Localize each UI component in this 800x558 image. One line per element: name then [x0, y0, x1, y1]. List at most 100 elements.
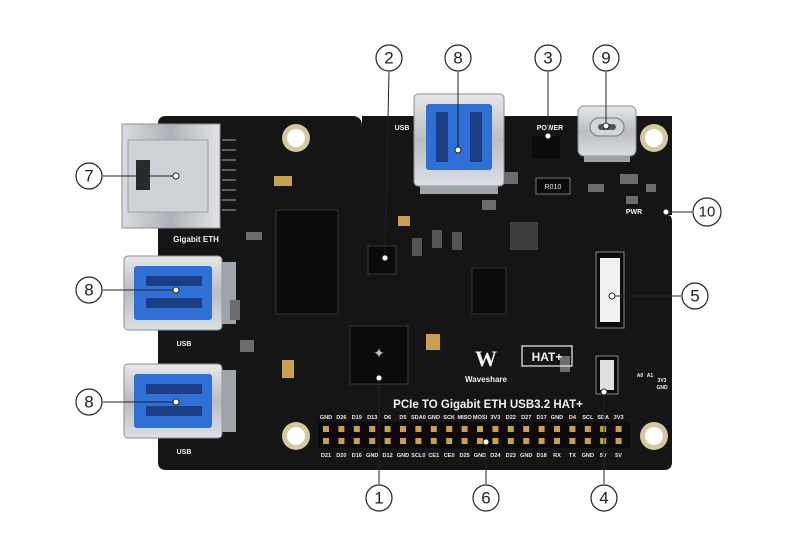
gpio-pin: [384, 438, 391, 444]
gpio-pin: [615, 426, 622, 432]
gpio-pin: [461, 426, 468, 432]
gpio-pin: [492, 426, 499, 432]
pwr-label: PWR: [626, 209, 642, 216]
callout-8c-number: 8: [453, 49, 462, 68]
gpio-pin: [507, 426, 514, 432]
gpio-top-label: GND: [320, 415, 332, 421]
hat-badge: HAT+: [532, 350, 563, 364]
callout-8b-number: 8: [84, 393, 93, 412]
gpio-pin: [415, 426, 422, 432]
gpio-bottom-label: SCL0: [411, 453, 425, 459]
gpio-top-label: GND: [428, 415, 440, 421]
gpio-top-label: D27: [521, 415, 531, 421]
gpio-bottom-label: D18: [536, 453, 546, 459]
gpio-top-label: D4: [569, 415, 577, 421]
components: ✦: [230, 136, 656, 395]
gpio-bottom-label: D25: [459, 453, 469, 459]
gpio-pin: [384, 426, 391, 432]
board-title: PCIe TO Gigabit ETH USB3.2 HAT+: [393, 399, 583, 411]
gpio-top-label: SCL: [582, 415, 594, 421]
gpio-pin: [461, 438, 468, 444]
gpio-bottom-label: CE1: [428, 453, 439, 459]
gpio-pin: [446, 426, 453, 432]
callout-6: 6: [472, 484, 500, 512]
gpio-bottom-label: GND: [520, 453, 532, 459]
callout-10-number: 10: [699, 204, 716, 221]
gpio-bottom-label: D20: [336, 453, 346, 459]
gpio-pin: [353, 426, 360, 432]
callout-10: 10: [692, 197, 722, 227]
gpio-top-label: D19: [352, 415, 362, 421]
gpio-bottom-label: GND: [582, 453, 594, 459]
callout-7-number: 7: [84, 167, 93, 186]
side-label-c: A0: [637, 373, 644, 379]
callout-8a-number: 8: [84, 281, 93, 300]
callout-1-number: 1: [374, 489, 383, 508]
callout-2: 2: [375, 44, 403, 72]
callout-2-number: 2: [384, 49, 393, 68]
gpio-header: GNDD21D26D20D19D16D13GNDD6D12D5GNDSDA0SC…: [318, 415, 630, 459]
callout-9: 9: [592, 44, 620, 72]
leader-dots: [172, 122, 670, 446]
gpio-pin: [600, 426, 607, 432]
gpio-bottom-label: GND: [397, 453, 409, 459]
gpio-top-label: D5: [399, 415, 406, 421]
gpio-top-label: SDA: [597, 415, 609, 421]
pcb-board: [158, 116, 672, 470]
gpio-bottom-label: 5V: [600, 453, 607, 459]
callout-3: 3: [534, 44, 562, 72]
gpio-top-label: MOSI: [473, 415, 488, 421]
gpio-pin: [446, 438, 453, 444]
gpio-pin: [523, 438, 530, 444]
callout-1: 1: [365, 484, 393, 512]
gpio-pin: [369, 426, 376, 432]
gpio-pin: [584, 438, 591, 444]
side-label-a: 3V3: [658, 378, 667, 384]
gpio-bottom-label: 5V: [615, 453, 622, 459]
gpio-pin: [584, 426, 591, 432]
usb-port-left-2: [123, 363, 236, 439]
gpio-bottom-label: RX: [553, 453, 561, 459]
usb-label-left-2: USB: [177, 449, 192, 456]
gpio-pin: [538, 438, 545, 444]
callout-8-usb-top: 8: [444, 44, 472, 72]
gpio-pin: [507, 438, 514, 444]
gpio-top-label: D26: [336, 415, 346, 421]
callout-4: 4: [590, 484, 618, 512]
side-label-d: A1: [647, 373, 654, 379]
usb-label-top: USB: [395, 125, 410, 132]
callout-8-usb-left-1: 8: [75, 276, 103, 304]
gpio-pin: [569, 438, 576, 444]
gpio-bottom-label: GND: [474, 453, 486, 459]
gpio-bottom-label: GND: [366, 453, 378, 459]
gpio-pin: [400, 438, 406, 444]
gpio-bottom-label: D16: [352, 453, 362, 459]
gpio-top-label: SCK: [443, 415, 455, 421]
callout-5: 5: [681, 282, 709, 310]
gpio-pin: [323, 426, 329, 432]
gpio-top-label: D13: [367, 415, 377, 421]
gpio-pin: [615, 438, 622, 444]
gpio-pin: [338, 438, 345, 444]
gpio-pin: [523, 426, 530, 432]
gpio-top-label: SDA0: [411, 415, 426, 421]
callout-3-number: 3: [543, 49, 552, 68]
gpio-bottom-label: CE0: [444, 453, 455, 459]
gpio-pin: [477, 438, 483, 444]
gpio-pin: [554, 426, 560, 432]
side-label-b: GND: [656, 385, 668, 391]
usb-c-port: [577, 105, 637, 162]
callout-leaders: [103, 71, 692, 484]
gpio-top-label: D22: [506, 415, 516, 421]
ethernet-label: Gigabit ETH: [173, 235, 219, 244]
callout-7: 7: [75, 162, 103, 190]
gpio-bottom-label: D21: [321, 453, 331, 459]
gpio-bottom-label: D23: [506, 453, 516, 459]
brand-logo: W: [475, 346, 497, 371]
brand-name: Waveshare: [465, 375, 508, 384]
gpio-pin: [430, 426, 437, 432]
gpio-pin: [430, 438, 437, 444]
gpio-pin: [492, 438, 499, 444]
callout-8-usb-left-2: 8: [75, 388, 103, 416]
